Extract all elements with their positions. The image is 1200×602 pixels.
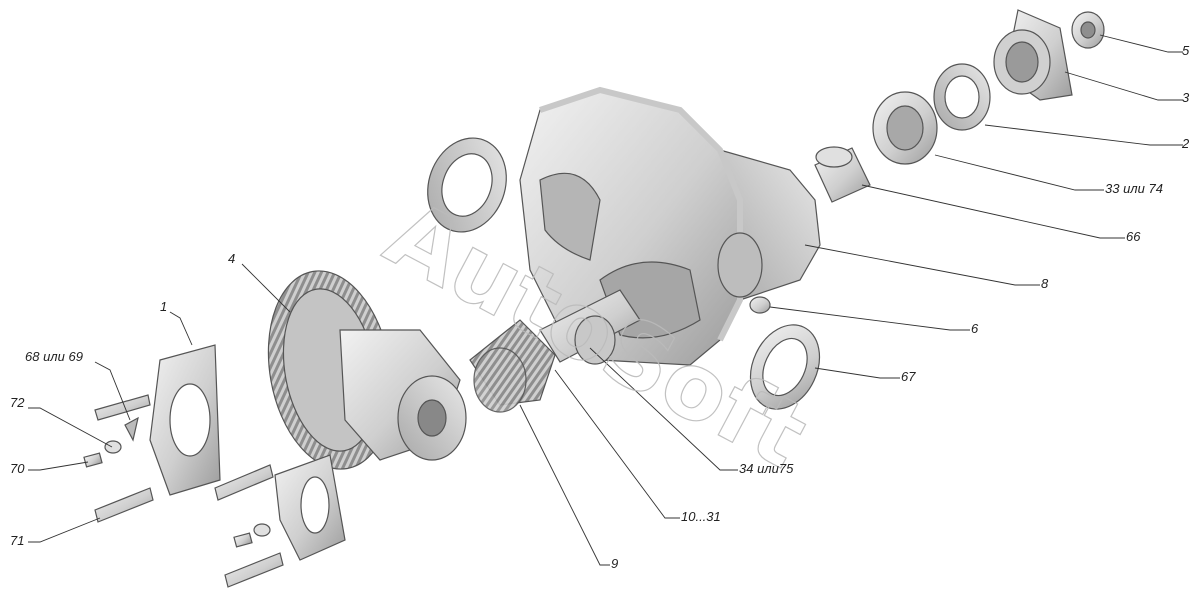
leader-1 <box>169 311 193 346</box>
leader-5 <box>1099 34 1183 53</box>
callout-4: 4 <box>228 251 236 266</box>
flange-part-3 <box>993 9 1073 101</box>
lock-plate-69 <box>124 416 139 442</box>
nut-part-5 <box>1071 11 1105 49</box>
callout-5: 5 <box>1182 43 1190 58</box>
callout-67: 67 <box>901 369 916 384</box>
washer-72 <box>104 440 122 454</box>
leader-2 <box>984 124 1183 146</box>
callout-68-69: 68 или 69 <box>25 349 83 364</box>
differential-part-4 <box>267 270 467 470</box>
callout-72: 72 <box>10 395 25 410</box>
bolt-68 <box>94 394 151 421</box>
leader-4 <box>241 263 291 313</box>
callout-8: 8 <box>1041 276 1049 291</box>
washer-right <box>253 523 271 537</box>
leader-34 <box>589 347 738 471</box>
callout-33-74: 33 или 74 <box>1105 181 1163 196</box>
bolt-70 <box>83 452 103 468</box>
leader-72 <box>28 407 113 448</box>
callout-70: 70 <box>10 461 25 476</box>
bearing-cap-lower <box>274 454 346 561</box>
leader-6 <box>769 306 970 331</box>
bearing-cup-ring <box>427 137 507 233</box>
leader-lines <box>28 34 1183 566</box>
washer-part-6 <box>749 296 771 314</box>
leader-33 <box>934 154 1104 191</box>
leader-8 <box>804 244 1040 286</box>
leader-9 <box>519 404 610 566</box>
seal-part-2 <box>933 63 991 131</box>
callout-2: 2 <box>1182 136 1190 151</box>
callout-1: 1 <box>160 299 168 314</box>
bolt-upper-right <box>214 464 274 501</box>
leader-70 <box>28 461 89 471</box>
leader-3 <box>1064 71 1183 101</box>
spacer-part-66 <box>814 146 871 203</box>
bolt-small-right <box>233 532 253 548</box>
callout-3: 3 <box>1182 90 1190 105</box>
bearing-part-33 <box>872 91 938 165</box>
bolt-71 <box>94 487 154 523</box>
leader-66 <box>861 184 1125 239</box>
callout-9: 9 <box>611 556 619 571</box>
callout-71: 71 <box>10 533 25 548</box>
callout-6: 6 <box>971 321 979 336</box>
leader-67 <box>814 367 900 379</box>
adjusting-nut-part-67 <box>749 324 821 410</box>
bearing-cap-part-1 <box>149 344 221 496</box>
bolts-group <box>83 394 284 588</box>
callout-10-31: 10...31 <box>681 509 721 524</box>
drive-pinion-part-9 <box>469 289 641 413</box>
leader-71 <box>28 517 101 543</box>
callout-34-75: 34 или75 <box>739 461 794 476</box>
leader-10-31 <box>554 369 680 519</box>
callout-66: 66 <box>1126 229 1141 244</box>
bolt-lower-right <box>224 552 284 588</box>
leader-68 <box>94 361 131 421</box>
